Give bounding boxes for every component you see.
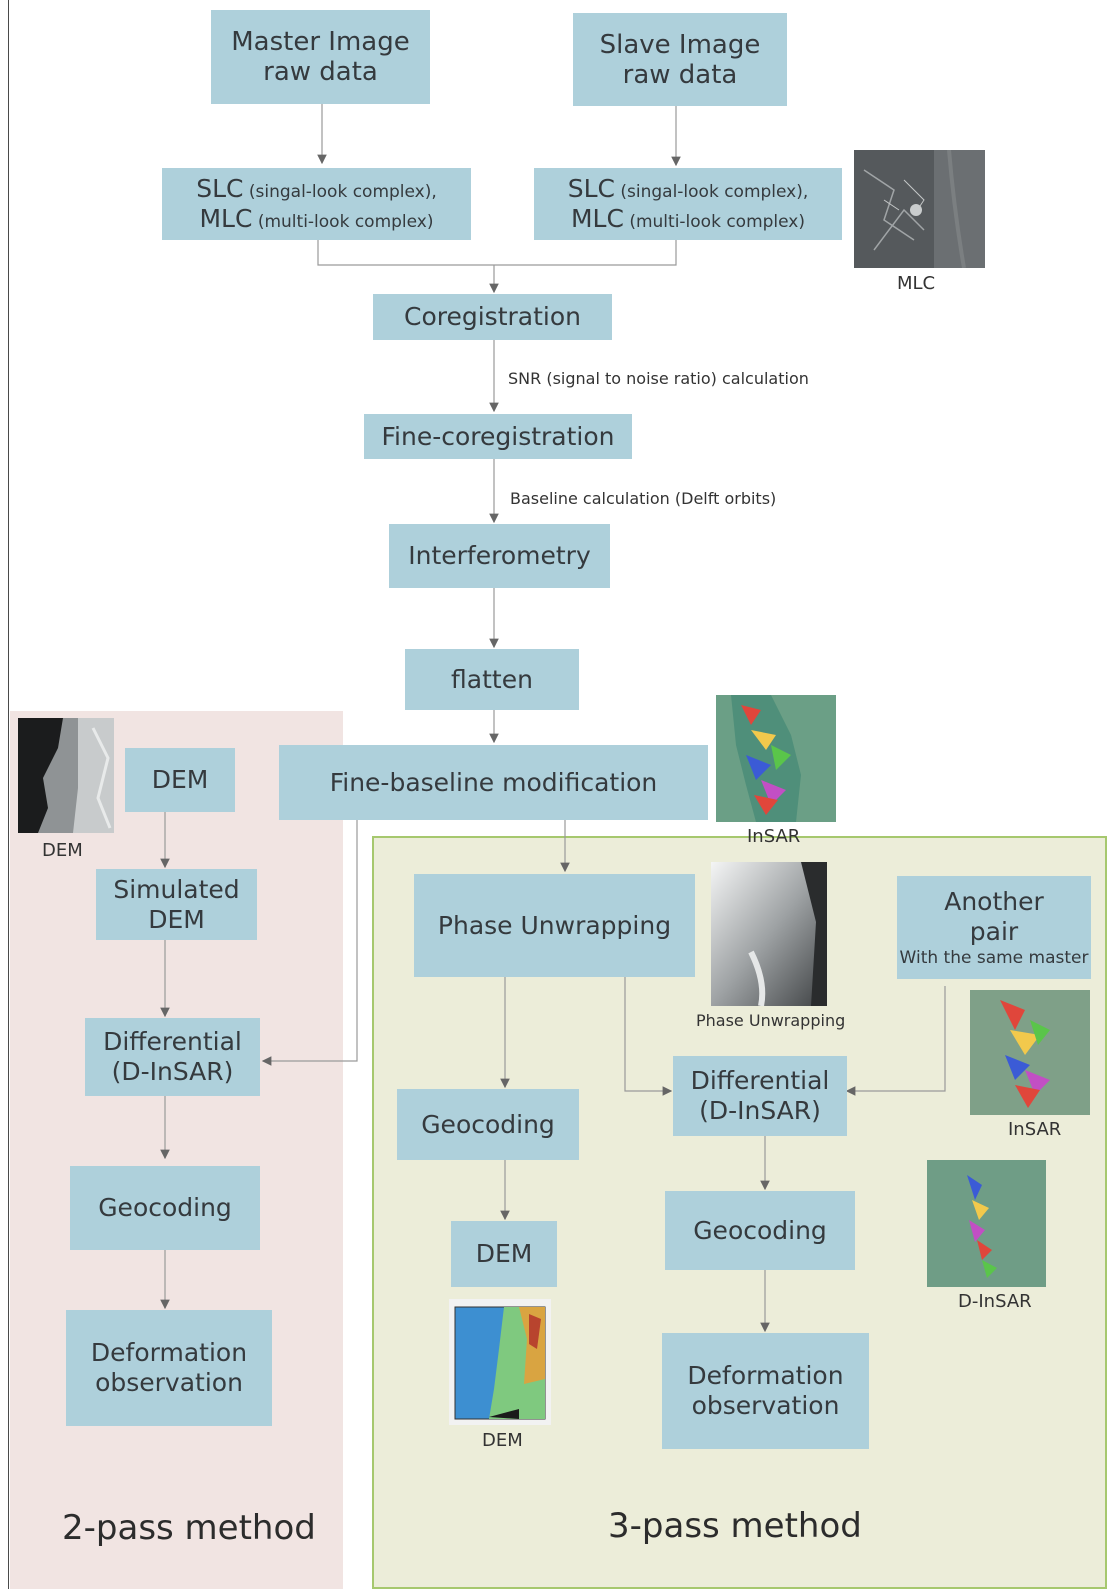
three-pass-title: 3-pass method [608, 1506, 862, 1546]
differential-2pass-line1: Differential [103, 1027, 242, 1056]
insar-top-caption: InSAR [747, 826, 801, 847]
simulated-dem-box: Simulated DEM [96, 869, 257, 940]
dem-input-box: DEM [125, 748, 235, 812]
differential-3pass-line1: Differential [690, 1066, 830, 1095]
differential-2pass-line2: (D-InSAR) [111, 1057, 234, 1086]
mlc-slave-line: MLC (multi-look complex) [570, 204, 806, 233]
master-image-line2: raw data [263, 57, 378, 87]
dinsar-thumbnail [927, 1160, 1046, 1287]
phase-unwrapping-thumbnail [711, 862, 827, 1006]
slc-mlc-master-box: SLC (singal-look complex), MLC (multi-lo… [162, 168, 471, 240]
differential-3pass-line2: (D-InSAR) [699, 1096, 821, 1125]
insar-right-caption: InSAR [1008, 1119, 1062, 1140]
mlc-thumbnail [854, 150, 985, 268]
deformation-2pass-box: Deformation observation [66, 1310, 272, 1426]
master-image-line1: Master Image [231, 27, 410, 57]
fine-baseline-box: Fine-baseline modification [279, 745, 708, 820]
coregistration-box: Coregistration [373, 294, 612, 340]
deformation-3pass-line2: observation [691, 1391, 840, 1420]
phase-unwrapping-box: Phase Unwrapping [414, 874, 695, 977]
mlc-master-line: MLC (multi-look complex) [199, 204, 434, 233]
simulated-dem-line1: Simulated [113, 874, 240, 904]
dem-map-thumbnail [449, 1299, 551, 1425]
geocoding-3pass-right-label: Geocoding [693, 1215, 827, 1245]
differential-3pass-box: Differential (D-InSAR) [673, 1056, 847, 1136]
snr-note: SNR (signal to noise ratio) calculation [508, 369, 809, 388]
mlc-caption: MLC [897, 273, 936, 294]
insar-thumbnail-top [716, 695, 836, 822]
geocoding-3pass-left-box: Geocoding [397, 1089, 579, 1160]
simulated-dem-line2: DEM [148, 904, 205, 934]
slc-slave-line: SLC (singal-look complex), [567, 174, 809, 203]
deformation-2pass-line2: observation [95, 1368, 243, 1397]
coregistration-label: Coregistration [404, 302, 581, 331]
two-pass-title: 2-pass method [62, 1508, 316, 1548]
page-left-border [8, 0, 9, 1589]
geocoding-3pass-right-box: Geocoding [665, 1191, 855, 1270]
phase-unwrapping-label: Phase Unwrapping [437, 910, 672, 940]
another-pair-line1: Another [944, 886, 1044, 916]
flatten-label: flatten [451, 664, 533, 694]
geocoding-3pass-left-label: Geocoding [421, 1109, 555, 1139]
fine-coregistration-box: Fine-coregistration [364, 414, 632, 459]
dem-left-caption: DEM [42, 840, 83, 861]
slc-master-line: SLC (singal-look complex), [196, 174, 437, 203]
deformation-2pass-line1: Deformation [90, 1338, 248, 1367]
dem-input-label: DEM [151, 765, 209, 794]
another-pair-box: Another pair With the same master [897, 876, 1091, 979]
interferometry-box: Interferometry [389, 524, 610, 588]
dem-output-box: DEM [451, 1221, 557, 1287]
deformation-3pass-box: Deformation observation [662, 1333, 869, 1449]
phase-unwrapping-caption: Phase Unwrapping [696, 1011, 846, 1030]
another-pair-line3: With the same master [899, 947, 1089, 968]
geocoding-2pass-box: Geocoding [70, 1166, 260, 1250]
dem-output-label: DEM [475, 1239, 533, 1268]
dem-map-caption: DEM [482, 1430, 523, 1451]
two-pass-region [10, 711, 343, 1589]
slc-mlc-slave-box: SLC (singal-look complex), MLC (multi-lo… [534, 168, 842, 240]
slave-image-line2: raw data [622, 59, 738, 90]
deformation-3pass-line1: Deformation [687, 1361, 844, 1390]
interferometry-label: Interferometry [408, 541, 591, 570]
differential-2pass-box: Differential (D-InSAR) [85, 1018, 260, 1096]
dem-thumbnail-left [18, 718, 114, 833]
fine-coregistration-label: Fine-coregistration [381, 421, 615, 451]
geocoding-2pass-label: Geocoding [98, 1193, 232, 1222]
another-pair-line2: pair [969, 916, 1019, 946]
baseline-note: Baseline calculation (Delft orbits) [510, 489, 777, 508]
fine-baseline-label: Fine-baseline modification [329, 767, 658, 797]
master-image-box: Master Image raw data [211, 10, 430, 104]
dinsar-caption: D-InSAR [958, 1291, 1032, 1312]
flatten-box: flatten [405, 649, 579, 710]
slave-image-box: Slave Image raw data [573, 13, 787, 106]
insar-thumbnail-right [970, 990, 1090, 1115]
slave-image-line1: Slave Image [599, 29, 761, 60]
